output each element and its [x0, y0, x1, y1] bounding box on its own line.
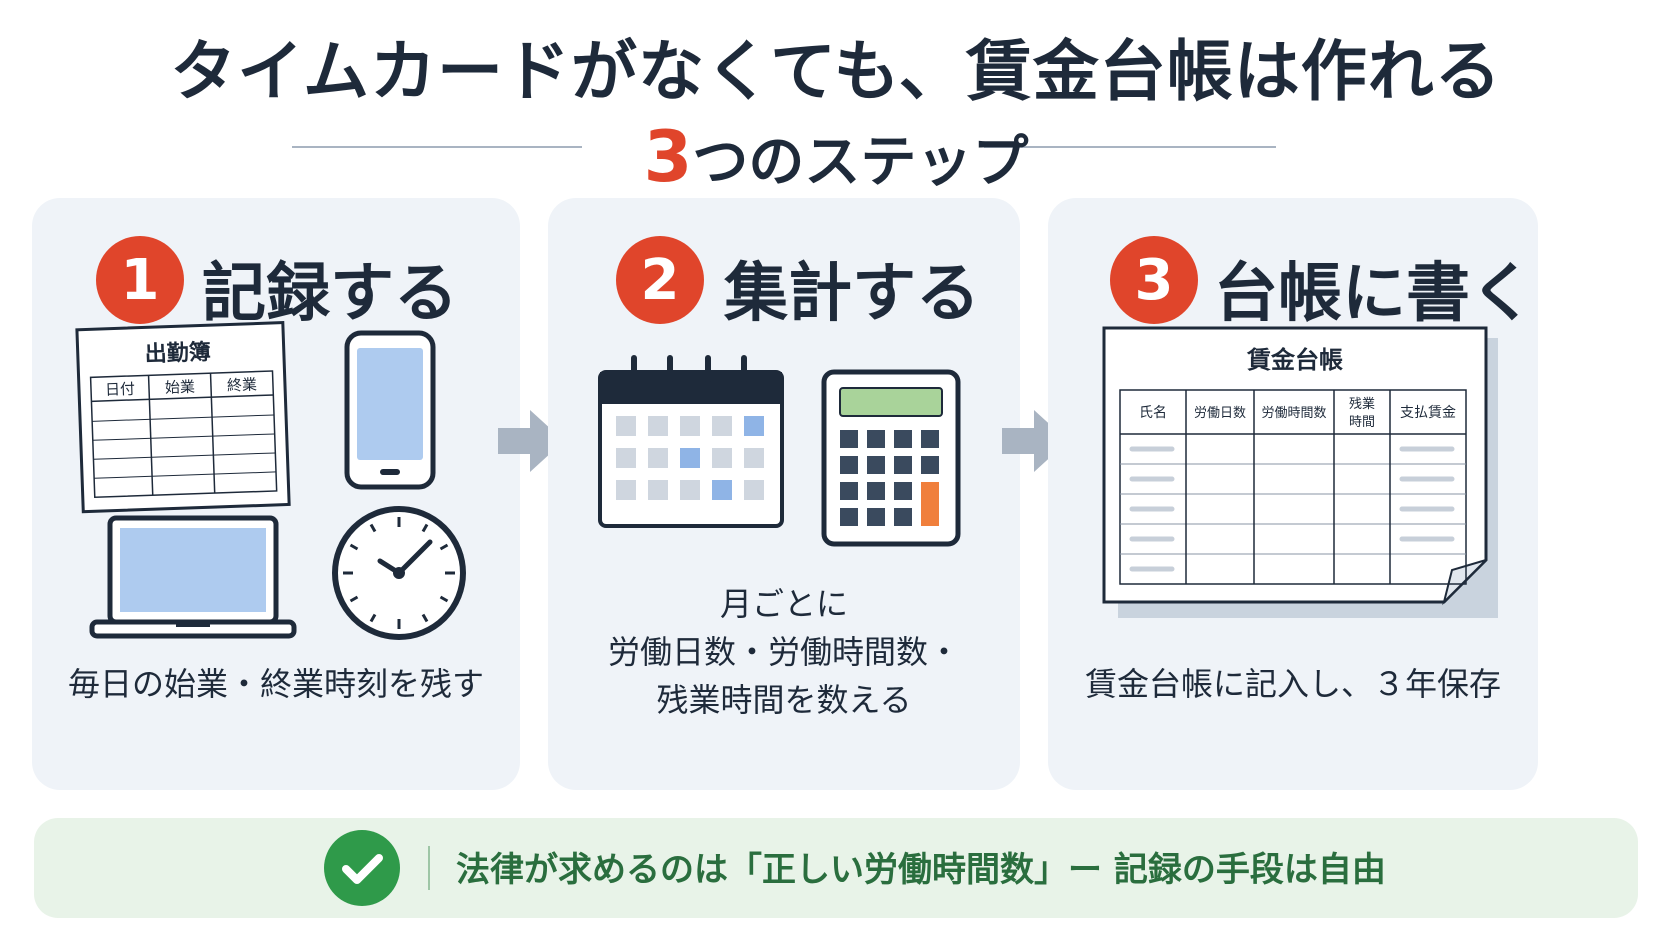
step-description: 月ごとに 労働日数・労働時間数・ 残業時間を数える	[548, 580, 1020, 724]
step-card-aggregate: 2 集計する	[548, 198, 1020, 790]
checkmark-badge	[324, 830, 400, 906]
ledger-col-overtime-1: 残業	[1349, 396, 1375, 412]
footer-text: 法律が求めるのは「正しい労働時間数」ー 記録の手段は自由	[456, 850, 1386, 890]
step-number-badge: 3	[1110, 236, 1198, 324]
arrow-right-icon	[1002, 410, 1068, 472]
footer-divider	[428, 846, 430, 890]
sheet-col-start: 始業	[165, 378, 196, 397]
step-header: 2 集計する	[548, 236, 1020, 336]
calculator-icon	[821, 369, 961, 547]
ledger-col-overtime-2: 時間	[1349, 415, 1375, 430]
step-description-line: 労働日数・労働時間数・	[607, 633, 960, 671]
ledger-col-days: 労働日数	[1194, 406, 1246, 421]
ledger-col-wage: 支払賃金	[1400, 405, 1456, 421]
smartphone-icon	[344, 330, 436, 490]
step-header: 3 台帳に書く	[1048, 236, 1538, 336]
step-card-record: 1 記録する 出勤簿 日付 始業 終業	[32, 198, 520, 790]
step-description: 毎日の始業・終業時刻を残す	[67, 665, 484, 703]
ledger-col-hours: 労働時間数	[1261, 406, 1326, 421]
sheet-col-date: 日付	[105, 380, 136, 399]
step-title: 台帳に書く	[1214, 257, 1534, 331]
calendar-icon	[598, 355, 784, 528]
footer-banner: 法律が求めるのは「正しい労働時間数」ー 記録の手段は自由	[34, 818, 1638, 918]
step-title: 記録する	[202, 257, 458, 331]
step-title: 集計する	[724, 257, 980, 331]
step-number-badge: 1	[96, 236, 184, 324]
subtitle-divider-left	[292, 146, 582, 148]
step-description-line: 月ごとに	[719, 585, 848, 623]
step-number-badge: 2	[616, 236, 704, 324]
sheet-icon: 出勤簿 日付 始業 終業	[75, 321, 291, 514]
step-description-line: 残業時間を数える	[656, 681, 912, 719]
subtitle-text: つのステップ	[692, 130, 1029, 195]
subtitle-number: 3	[643, 116, 693, 198]
page-title: タイムカードがなくても、賃金台帳は作れる	[170, 33, 1502, 110]
subtitle-divider-right	[984, 146, 1276, 148]
step-header: 1 記録する	[32, 236, 520, 336]
laptop-icon	[89, 515, 297, 639]
ledger-title: 賃金台帳	[1246, 346, 1343, 374]
subtitle: 3つのステップ	[0, 116, 1672, 198]
sheet-title: 出勤簿	[144, 339, 211, 367]
checkmark-icon	[342, 854, 383, 884]
ledger-col-name: 氏名	[1139, 405, 1167, 421]
clock-icon	[332, 506, 466, 640]
arrow-right-icon	[498, 410, 564, 472]
sheet-col-end: 終業	[227, 376, 258, 395]
ledger-icon: 賃金台帳 氏名 労働日数 労働時間数 残業 時間 支払賃金	[1102, 326, 1498, 618]
step-description: 賃金台帳に記入し、３年保存	[1084, 665, 1501, 703]
subtitle-row: 3つのステップ	[0, 108, 1672, 198]
step-card-ledger: 3 台帳に書く 賃金台帳 氏名 労働日数 労働時間数 残業 時間 支払賃金	[1048, 198, 1538, 790]
